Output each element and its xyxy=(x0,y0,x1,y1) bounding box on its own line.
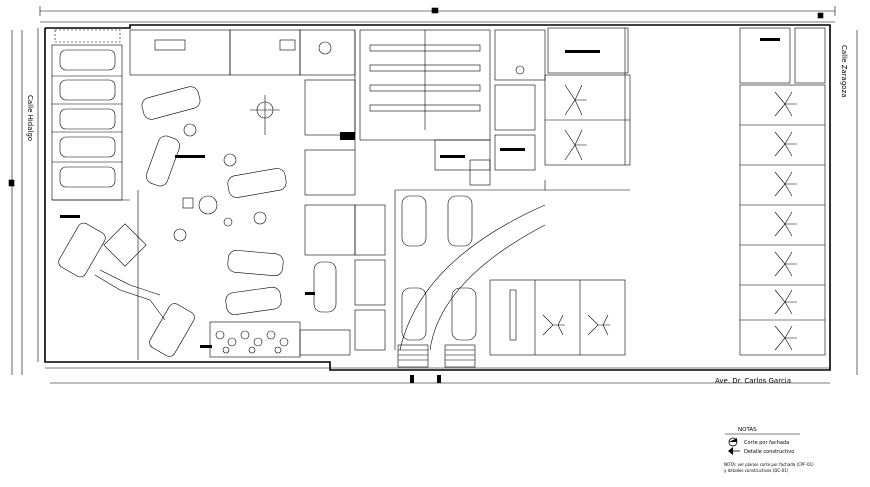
vehicle-lifts xyxy=(509,84,797,351)
parking-bays-left xyxy=(51,29,123,201)
upper-offices xyxy=(129,29,356,150)
planter xyxy=(209,321,351,358)
notes-item-2: Detalle constructivo xyxy=(744,449,794,455)
street-label-left: Calle Hidalgo xyxy=(26,95,34,141)
room-tags xyxy=(60,38,780,383)
street-label-bottom: Ave. Dr. Carlos Garcia xyxy=(715,377,791,385)
building-outline xyxy=(37,24,831,371)
showroom-furniture xyxy=(173,95,280,242)
notes-footnote-1: NOTA: ver planos corte por fachada (CPF-… xyxy=(724,462,814,467)
notes-title: NOTAS xyxy=(738,427,757,433)
center-offices xyxy=(304,139,491,351)
restrooms xyxy=(494,29,546,171)
central-hall xyxy=(359,29,491,141)
dimension-lines xyxy=(8,6,858,384)
driveway xyxy=(394,189,546,351)
notes-item-1: Corte por fachada xyxy=(744,440,789,446)
stairs xyxy=(397,159,491,368)
showroom-cars xyxy=(141,86,477,341)
street-label-right: Calle Zaragoza xyxy=(840,45,848,98)
section-marker-icon xyxy=(728,437,738,447)
detail-marker-icon xyxy=(728,447,740,455)
notes-legend: NOTAS Corte por fachada Detalle construc… xyxy=(724,427,814,473)
notes-footnote-2: y detalles constructivos (DC-01) xyxy=(724,468,789,473)
entrance-ramp xyxy=(52,190,195,360)
workshop xyxy=(489,27,826,356)
